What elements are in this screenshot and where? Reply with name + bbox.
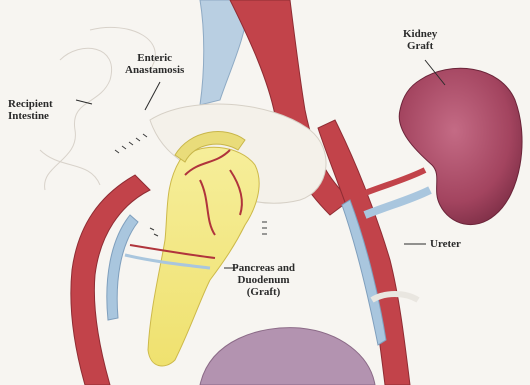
renal-artery bbox=[360, 170, 425, 195]
label-enteric-anastamosis: Enteric Anastamosis bbox=[125, 52, 184, 76]
left-iliac-vein bbox=[107, 215, 138, 320]
label-kidney-line1: Kidney bbox=[403, 28, 437, 40]
label-pancreas-line3: (Graft) bbox=[232, 286, 295, 298]
renal-vein bbox=[365, 190, 430, 215]
label-recipient-line1: Recipient bbox=[8, 98, 53, 110]
label-recipient-intestine: Recipient Intestine bbox=[8, 98, 53, 122]
label-enteric-line2: Anastamosis bbox=[125, 64, 184, 76]
label-pancreas-line1: Pancreas and bbox=[232, 262, 295, 274]
label-ureter-text: Ureter bbox=[430, 238, 461, 250]
label-enteric-line1: Enteric bbox=[125, 52, 184, 64]
label-pancreas-line2: Duodenum bbox=[232, 274, 295, 286]
label-ureter: Ureter bbox=[430, 238, 461, 250]
kidney-graft bbox=[399, 68, 522, 224]
bladder bbox=[200, 328, 375, 385]
label-pancreas-duodenum: Pancreas and Duodenum (Graft) bbox=[232, 262, 295, 298]
label-recipient-line2: Intestine bbox=[8, 110, 53, 122]
label-kidney-line2: Graft bbox=[403, 40, 437, 52]
label-kidney-graft: Kidney Graft bbox=[403, 28, 437, 52]
